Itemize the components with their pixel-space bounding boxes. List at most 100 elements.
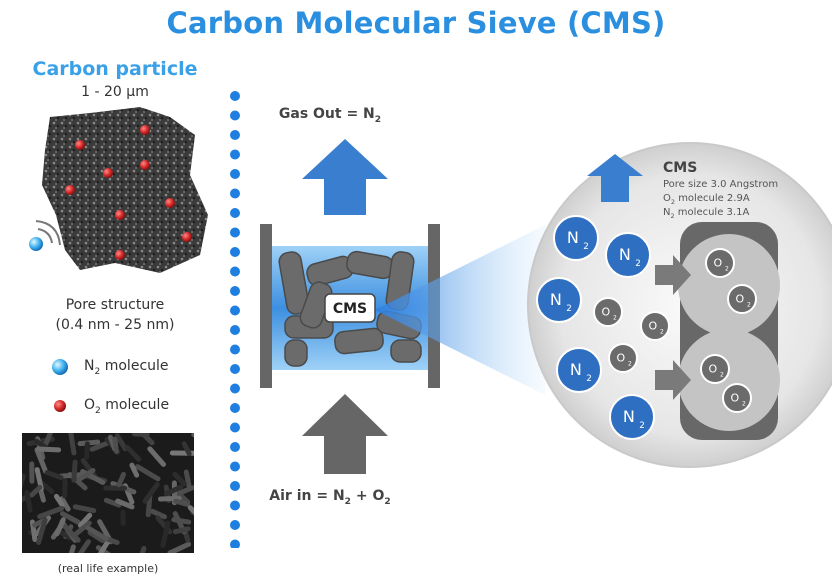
o2-dot	[75, 140, 85, 150]
zoom-beam	[370, 215, 550, 405]
divider-dot	[230, 208, 240, 218]
o2-molecule: O2	[609, 344, 637, 372]
svg-text:O: O	[648, 319, 657, 332]
divider-dot	[230, 520, 240, 530]
o2-dot	[115, 250, 125, 260]
n2-legend-icon	[50, 357, 70, 377]
divider-dot	[230, 150, 240, 160]
divider-dot	[230, 403, 240, 413]
column-label: CMS	[333, 301, 367, 317]
svg-text:O: O	[708, 362, 717, 375]
divider-dot	[230, 384, 240, 394]
divider-dot	[230, 111, 240, 121]
o2-dot	[65, 185, 75, 195]
air-in-label: Air in = N2 + O2	[250, 488, 410, 507]
n2-molecule: N2	[554, 216, 598, 260]
gas-out-arrow-icon	[300, 137, 390, 217]
o2-legend-icon	[52, 398, 68, 414]
o2-legend-label: O2 molecule	[84, 397, 169, 416]
divider-dot	[230, 442, 240, 452]
svg-text:O: O	[713, 256, 722, 269]
pellet	[87, 444, 88, 457]
pore-size-note: Pore size 3.0 Angstrom	[663, 179, 778, 190]
divider-dot	[230, 169, 240, 179]
pellet	[176, 501, 188, 504]
n2-dot	[29, 237, 43, 251]
carbon-particle-illustration	[20, 105, 220, 285]
pellet	[115, 439, 116, 451]
n2-molecule: N2	[537, 278, 581, 322]
divider-dot	[230, 501, 240, 511]
divider-dot	[230, 286, 240, 296]
o2-molecule: O2	[594, 298, 622, 326]
svg-text:2: 2	[725, 266, 729, 273]
o2-size-note: O2 molecule 2.9A	[663, 193, 750, 206]
n2-molecule: N2	[557, 348, 601, 392]
svg-text:2: 2	[747, 302, 751, 309]
svg-text:O: O	[735, 292, 744, 305]
divider-dot	[230, 481, 240, 491]
divider-dot	[230, 345, 240, 355]
divider-dot	[230, 228, 240, 238]
svg-text:2: 2	[586, 374, 592, 384]
o2-dot	[165, 198, 175, 208]
svg-text:O: O	[730, 391, 739, 404]
divider-dot	[230, 267, 240, 277]
divider-dot	[230, 306, 240, 316]
pore-structure-title: Pore structure	[0, 297, 230, 313]
pellet	[71, 433, 74, 453]
carbon-particle-size: 1 - 20 µm	[0, 84, 230, 100]
svg-text:2: 2	[639, 421, 645, 431]
zoom-heading: CMS	[663, 160, 697, 176]
svg-text:O: O	[601, 305, 610, 318]
svg-text:2: 2	[742, 401, 746, 408]
svg-text:N: N	[550, 290, 562, 309]
n2-size-note: N2 molecule 3.1A	[663, 207, 749, 220]
svg-text:2: 2	[660, 329, 664, 336]
divider-dot	[230, 189, 240, 199]
svg-text:N: N	[619, 245, 631, 264]
divider-dot	[230, 364, 240, 374]
dotted-divider	[226, 88, 244, 548]
photo-caption: (real life example)	[22, 562, 194, 575]
gas-out-label: Gas Out = N2	[250, 106, 410, 125]
pellet	[27, 493, 30, 510]
divider-dot	[230, 540, 240, 549]
cms-pellets-photo	[22, 433, 194, 553]
divider-dot	[230, 247, 240, 257]
pellet	[41, 490, 44, 500]
svg-text:N: N	[623, 407, 635, 426]
air-in-arrow-icon	[300, 392, 390, 478]
pellet	[38, 449, 58, 450]
n2-molecule: N2	[610, 395, 654, 439]
pellet	[186, 472, 189, 489]
pellet	[74, 462, 75, 480]
svg-text:O: O	[616, 351, 625, 364]
o2-molecule: O2	[641, 312, 669, 340]
n2-legend-label: N2 molecule	[84, 358, 169, 377]
svg-text:2: 2	[720, 372, 724, 379]
pore-structure-range: (0.4 nm - 25 nm)	[0, 317, 230, 333]
o2-dot	[182, 232, 192, 242]
svg-text:2: 2	[613, 315, 617, 322]
o2-molecule: O2	[706, 249, 734, 277]
svg-text:2: 2	[583, 242, 589, 252]
o2-dot	[103, 168, 113, 178]
divider-dot	[230, 91, 240, 101]
o2-dot	[140, 125, 150, 135]
n2-molecule: N2	[606, 233, 650, 277]
svg-text:2: 2	[635, 259, 641, 269]
divider-dot	[230, 423, 240, 433]
divider-dot	[230, 325, 240, 335]
divider-dot	[230, 462, 240, 472]
page-title: Carbon Molecular Sieve (CMS)	[0, 6, 832, 40]
o2-dot	[140, 160, 150, 170]
svg-text:2: 2	[628, 361, 632, 368]
svg-text:N: N	[570, 360, 582, 379]
carbon-particle-title: Carbon particle	[0, 58, 230, 80]
svg-text:2: 2	[566, 304, 572, 314]
divider-dot	[230, 130, 240, 140]
